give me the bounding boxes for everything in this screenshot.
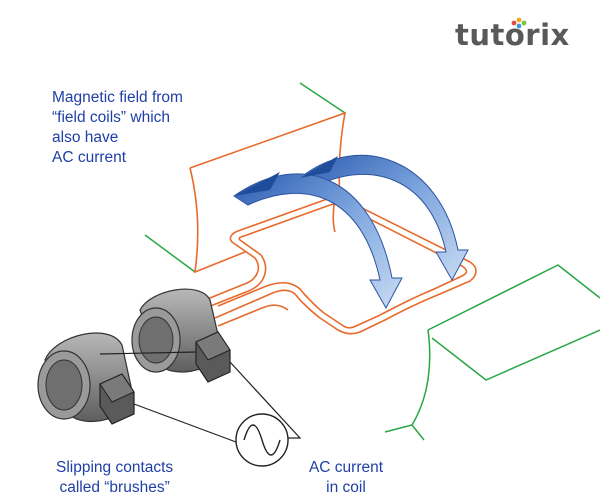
label-brushes: Slipping contacts called “brushes” xyxy=(56,459,174,496)
circuit-wires xyxy=(99,351,302,443)
field-arrow-outer xyxy=(299,154,469,282)
brush-back xyxy=(195,331,231,383)
field-arrow-inner xyxy=(233,173,403,310)
left-magnet-pole xyxy=(144,82,346,273)
brush-front xyxy=(99,373,135,425)
field-arrow-tail-1 xyxy=(234,172,280,196)
sine-wave-icon xyxy=(235,413,289,467)
field-arrow-tail-2 xyxy=(300,156,338,178)
logo-dots xyxy=(511,17,527,29)
magnetic-field-arrows xyxy=(233,154,469,310)
rotor-coil xyxy=(204,196,477,335)
right-magnet-pole xyxy=(384,264,600,441)
brand-logo: tutorix xyxy=(455,18,570,52)
label-coil-current: AC current in coil xyxy=(308,459,384,496)
label-field-coils: Magnetic field from “field coils” which … xyxy=(52,89,183,166)
